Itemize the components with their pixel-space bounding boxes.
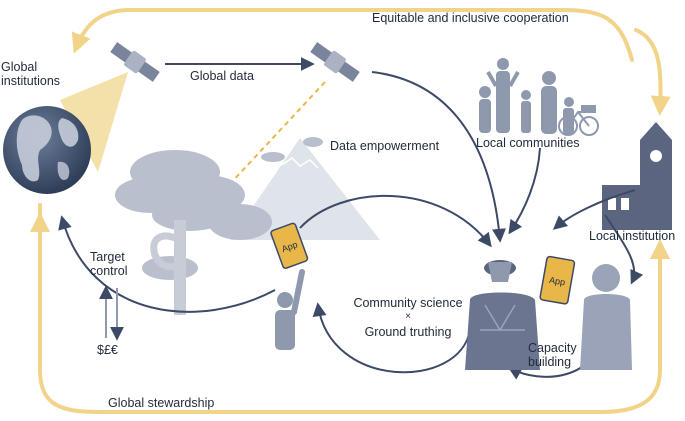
top-flow-label: Equitable and inclusive cooperation [372, 11, 569, 25]
data-empowerment-label: Data empowerment [330, 139, 440, 153]
person-icon [465, 260, 540, 370]
global-data-label: Global data [190, 69, 254, 83]
satellite-beam [60, 72, 128, 172]
phone-app-icon: App [539, 255, 576, 305]
global-institutions-label: Global institutions [1, 60, 61, 89]
target-control-label: Target control [90, 250, 128, 279]
app-right-label: App [548, 275, 566, 288]
flow-arrows [58, 71, 644, 380]
community-science-times: × [405, 311, 411, 322]
building-icon [602, 122, 672, 230]
people-group-icon [479, 58, 574, 134]
money-flow-arrows [99, 285, 124, 341]
local-communities-label: Local communities [476, 136, 580, 150]
stewardship-loop [30, 8, 671, 414]
ground-truthing-label: Ground truthing [364, 325, 452, 339]
community-science-label: Community science [353, 296, 463, 310]
globe-icon [3, 106, 91, 194]
global-stewardship-label: Global stewardship [108, 396, 215, 410]
money-label: $£€ [97, 343, 118, 357]
local-institution-label: Local institution [589, 229, 676, 243]
bicycle-icon [558, 105, 599, 136]
capacity-building-label: Capacity building [528, 341, 577, 370]
satellite-icon [310, 42, 360, 82]
satellite-icon [110, 42, 160, 82]
person-icon [275, 269, 305, 350]
tree-icon [115, 150, 272, 315]
person-icon [580, 264, 632, 370]
phone-app-icon: App [270, 222, 309, 269]
